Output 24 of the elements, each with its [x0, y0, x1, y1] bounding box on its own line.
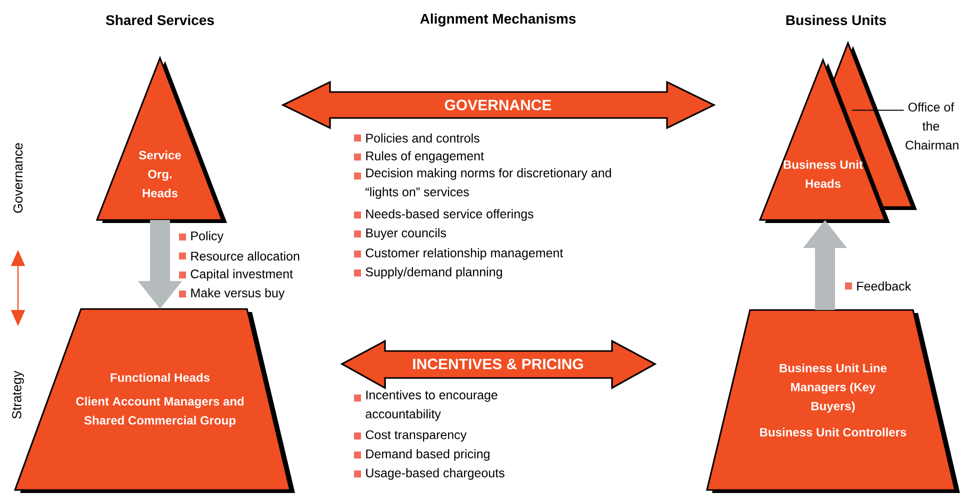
bullet-item: Capital investment	[179, 269, 293, 281]
bullet-item: Rules of engagement	[354, 151, 484, 163]
bullet-item: Decision making norms for discretionary and “lights on” services	[354, 168, 611, 199]
bullet-item: Cost transparency	[354, 430, 467, 442]
column-heading: Alignment Mechanisms	[420, 13, 576, 27]
bullet-item: Demand based pricing	[354, 449, 490, 461]
bullet-item: Make versus buy	[179, 288, 285, 300]
bullet-item: Usage-based chargeouts	[354, 468, 504, 480]
bullet-item: Feedback	[845, 281, 912, 291]
axis-label: Governance	[13, 143, 23, 213]
column-heading: Business Units	[786, 14, 886, 26]
leader-line	[852, 110, 904, 111]
column-heading: Shared Services	[106, 14, 214, 26]
bullet-item: Buyer councils	[354, 228, 446, 240]
callout-text: Office of the Chairman	[906, 102, 958, 150]
bullet-item: Policy	[179, 231, 224, 243]
axis-label: Strategy	[12, 370, 24, 419]
bullet-item: Resource allocation	[179, 251, 300, 261]
bullet-item: Policies and controls	[354, 133, 480, 143]
bullet-item: Incentives to encourage accountability	[354, 390, 498, 421]
trapezoid-box: Business Unit Line Managers (Key Buyers) Business Unit Controllers	[706, 309, 960, 493]
bullet-item: Needs-based service offerings	[354, 209, 534, 221]
bullet-item: Customer relationship management	[354, 248, 564, 260]
bullet-item: Supply/demand planning	[354, 267, 502, 279]
